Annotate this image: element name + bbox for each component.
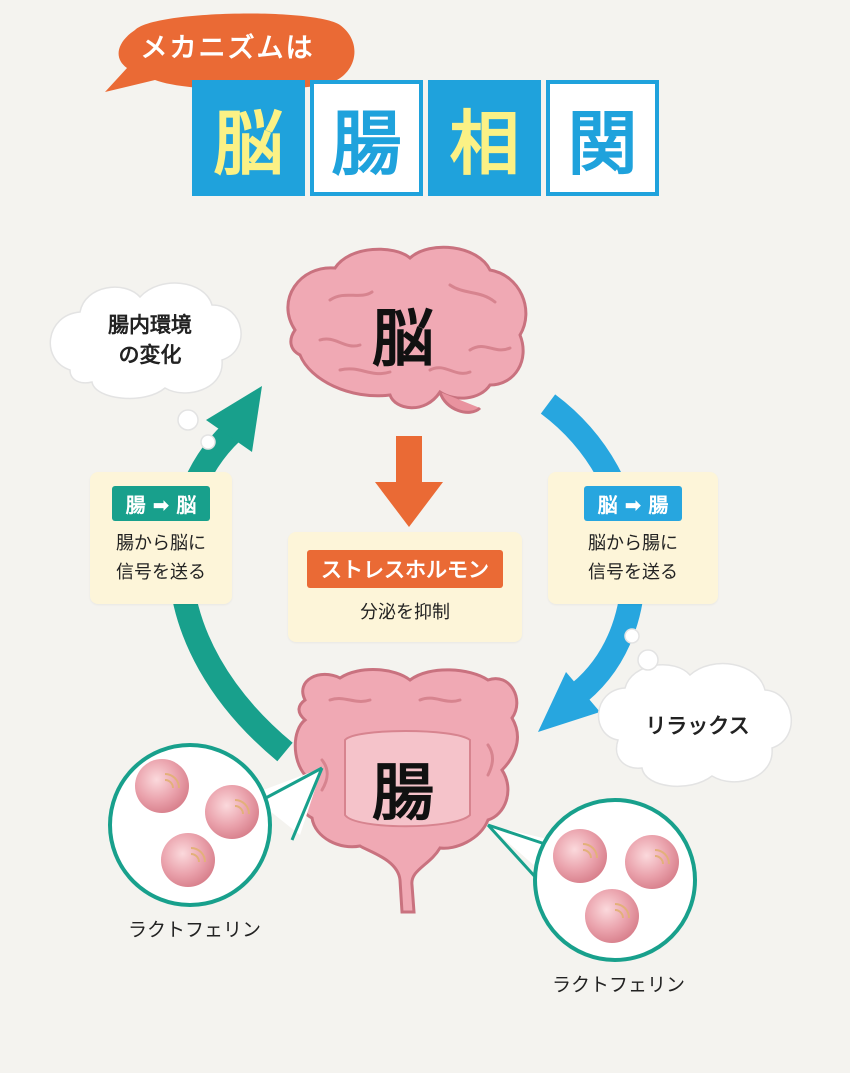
gut-to-brain-line1: 腸から脳に	[116, 533, 206, 554]
teal-arrow-head	[206, 386, 262, 452]
thought-cloud-left	[49, 282, 242, 450]
stress-hormone-pill: ストレスホルモン	[307, 550, 503, 588]
stress-hormone-line1: 分泌を抑制	[360, 602, 450, 623]
badge-label: メカニズムは	[140, 33, 315, 64]
cloud-left-line1: 腸内環境	[108, 313, 192, 337]
title-brain-gut-correlation: 脳 腸 相 関	[192, 80, 672, 198]
brain-label: 脳	[372, 302, 435, 375]
brain-illustration	[286, 245, 528, 414]
lactoferrin-zoom-right	[486, 798, 697, 962]
lactoferrin-ball	[553, 829, 607, 883]
title-char-4: 関	[546, 80, 659, 196]
gut-to-brain-line2: 信号を送る	[116, 562, 206, 583]
brain-to-gut-pill: 脳 ➡ 腸	[583, 486, 683, 521]
brain-to-gut-line1: 脳から腸に	[588, 533, 678, 554]
gut-label: 腸	[372, 756, 435, 829]
lactoferrin-ball	[205, 785, 259, 839]
orange-arrow-shaft	[396, 436, 422, 486]
stress-hormone-box: ストレスホルモン 分泌を抑制	[288, 532, 522, 642]
title-char-2: 腸	[310, 80, 423, 196]
lactoferrin-ball	[585, 889, 639, 943]
title-char-1: 脳	[192, 80, 305, 196]
cloud-right-text: リラックス	[645, 714, 750, 738]
lactoferrin-ball	[135, 759, 189, 813]
cloud-left-line2: の変化	[118, 343, 182, 367]
brain-to-gut-box: 脳 ➡ 腸 脳から腸に 信号を送る	[548, 472, 718, 604]
title-char-3: 相	[428, 80, 541, 196]
intestine-illustration	[293, 668, 519, 914]
lactoferrin-ball	[625, 835, 679, 889]
lactoferrin-caption-right: ラクトフェリン	[552, 974, 686, 996]
cloud-left-text: 腸内環境 の変化	[85, 310, 215, 370]
lactoferrin-caption-left: ラクトフェリン	[128, 919, 262, 941]
orange-arrow-head	[375, 482, 443, 527]
lactoferrin-zoom-left	[108, 743, 324, 907]
mechanism-badge	[105, 13, 355, 92]
gut-to-brain-box: 腸 ➡ 脳 腸から脳に 信号を送る	[90, 472, 232, 604]
thought-cloud-right	[597, 628, 793, 788]
blue-arrow-head	[538, 672, 600, 732]
brain-to-gut-line2: 信号を送る	[588, 562, 678, 583]
gut-to-brain-pill: 腸 ➡ 脳	[111, 486, 211, 521]
lactoferrin-ball	[161, 833, 215, 887]
